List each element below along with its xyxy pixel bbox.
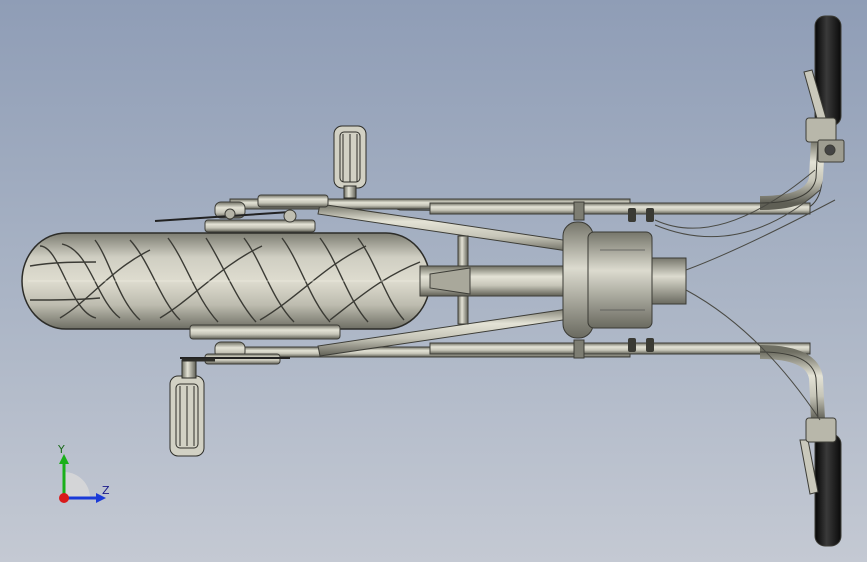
lower-frame-tubes[interactable] xyxy=(180,305,811,365)
handlebar-lower[interactable] xyxy=(759,345,842,547)
rear-tire[interactable] xyxy=(21,232,431,330)
motor-canister[interactable] xyxy=(562,221,687,339)
brake-cables xyxy=(654,169,836,421)
pedal-lower[interactable] xyxy=(169,358,215,457)
pedal-upper[interactable] xyxy=(333,125,367,199)
axis-y-label: Y xyxy=(58,443,65,456)
grip-lower[interactable] xyxy=(814,433,842,547)
frame-clamps[interactable] xyxy=(628,208,654,352)
rear-hub-assembly[interactable] xyxy=(189,219,341,340)
upper-frame-tubes[interactable] xyxy=(154,179,823,255)
coordinate-triad-icon xyxy=(59,454,106,503)
handlebar-upper[interactable] xyxy=(759,15,845,210)
axis-z-label: Z xyxy=(102,484,110,497)
